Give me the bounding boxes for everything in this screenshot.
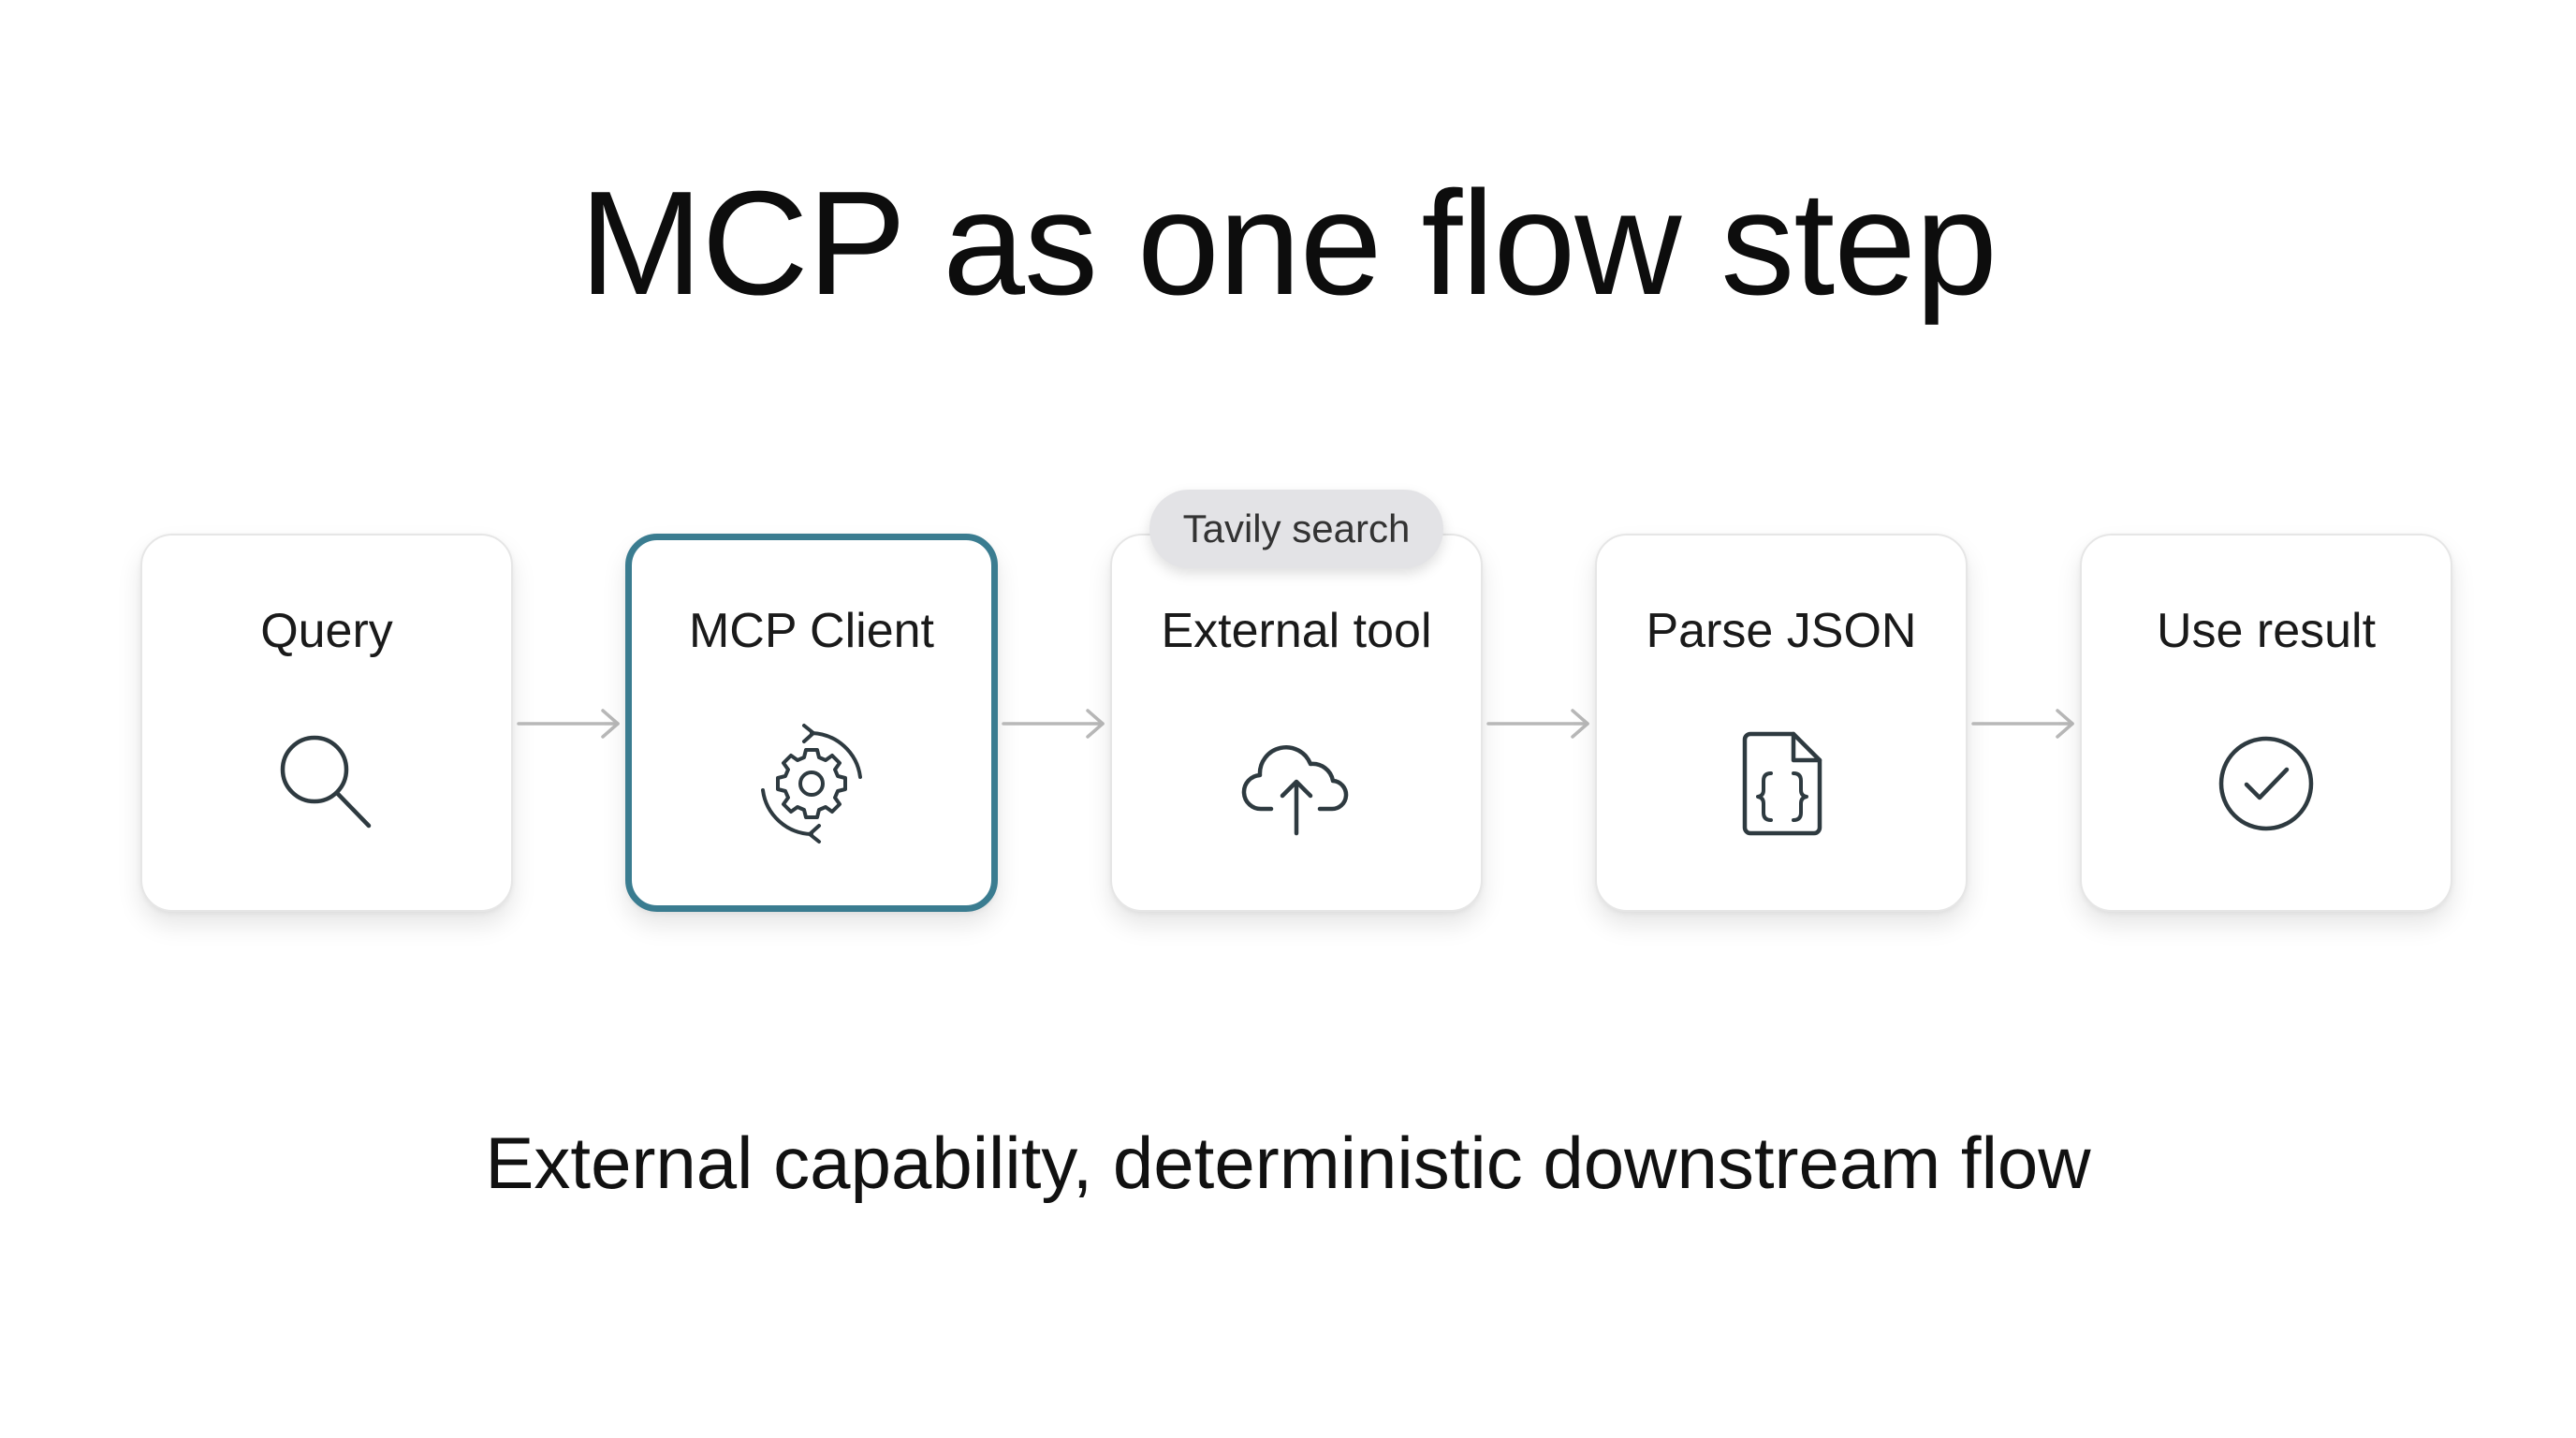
check-circle-icon: [2205, 723, 2327, 844]
tavily-search-badge: Tavily search: [1149, 490, 1443, 568]
flow-arrow: [1971, 700, 2076, 747]
step-card-external-tool: External tool: [1110, 534, 1483, 912]
flow-arrow: [1002, 700, 1106, 747]
step-label: Use result: [2156, 604, 2377, 658]
step-card-mcp-client: MCP Client: [625, 534, 998, 912]
search-icon: [266, 723, 388, 844]
step-label: Query: [260, 604, 393, 658]
flow-arrow: [517, 700, 622, 747]
diagram-title: MCP as one flow step: [579, 161, 1998, 326]
flow-arrow: [1486, 700, 1591, 747]
json-file-icon: [1720, 723, 1842, 844]
cloud-upload-icon: [1236, 723, 1357, 844]
step-label: Parse JSON: [1646, 604, 1917, 658]
step-card-query: Query: [140, 534, 513, 912]
step-card-parse-json: Parse JSON: [1595, 534, 1968, 912]
step-label: External tool: [1161, 604, 1432, 658]
gear-sync-icon: [751, 723, 872, 844]
diagram-caption: External capability, deterministic downs…: [485, 1122, 2091, 1204]
step-label: MCP Client: [688, 604, 934, 658]
step-card-use-result: Use result: [2080, 534, 2452, 912]
